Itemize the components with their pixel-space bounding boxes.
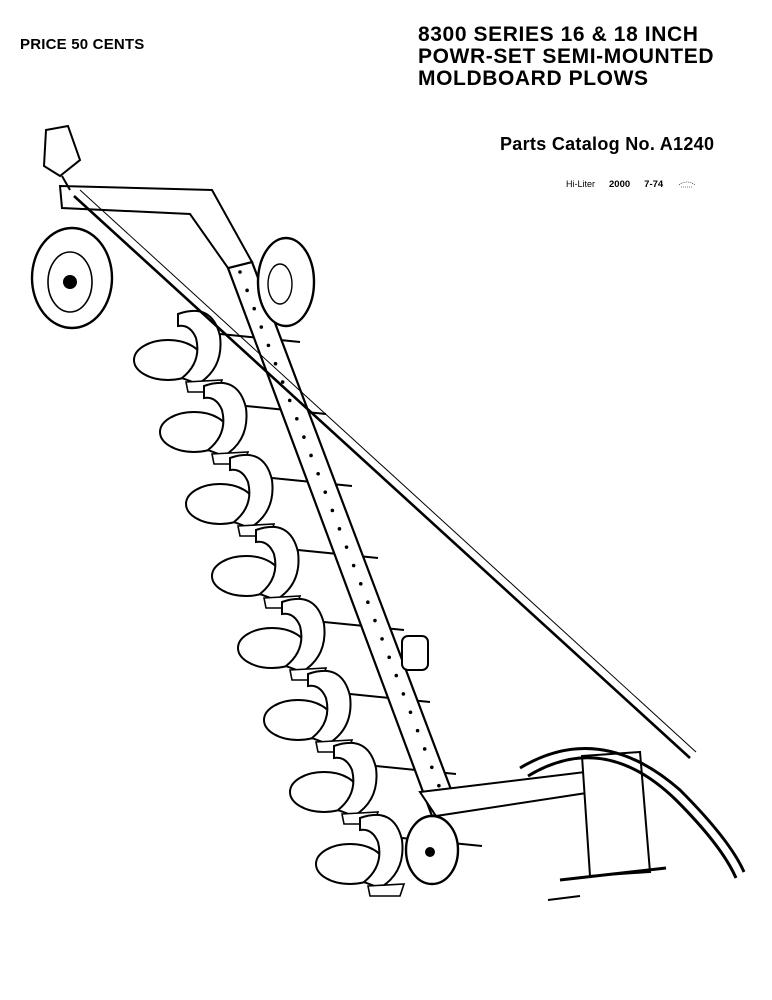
beam-bolt bbox=[415, 728, 420, 733]
plow-bottom bbox=[315, 813, 483, 897]
beam-bolt bbox=[273, 361, 278, 366]
union-label-icon bbox=[678, 181, 696, 188]
hydraulic-hose bbox=[527, 756, 738, 879]
shank bbox=[333, 741, 378, 818]
beam-bolt bbox=[358, 582, 363, 586]
title-line-3: MOLDBOARD PLOWS bbox=[418, 67, 649, 90]
tie-rod-edge bbox=[79, 189, 697, 753]
beam-bolt bbox=[437, 783, 441, 788]
catalog-title: 8300 SERIES 16 & 18 INCH POWR-SET SEMI-M… bbox=[418, 24, 714, 90]
beam-bolt bbox=[344, 545, 349, 549]
beam-bolt bbox=[309, 453, 313, 458]
land-wheel bbox=[256, 236, 316, 328]
hydraulic-cylinder bbox=[401, 635, 429, 671]
shank bbox=[359, 813, 404, 890]
shank bbox=[229, 453, 274, 530]
hitch-plate bbox=[42, 124, 82, 178]
beam-bolt bbox=[287, 398, 292, 403]
beam-bolt bbox=[295, 416, 299, 421]
beam-bolt bbox=[266, 343, 271, 348]
beam-bolt bbox=[422, 747, 427, 751]
beam-bolt bbox=[316, 471, 320, 476]
shank bbox=[203, 381, 248, 458]
beam-bolt bbox=[280, 380, 285, 384]
print-info: Hi-Liter 2000 7-74 bbox=[566, 178, 697, 190]
beam-bolt bbox=[387, 655, 391, 660]
beam-bolt bbox=[245, 288, 249, 293]
plow-bottoms bbox=[133, 309, 483, 897]
price-label: PRICE 50 CENTS bbox=[20, 36, 145, 53]
beam-bolt bbox=[252, 306, 257, 311]
shank bbox=[255, 525, 300, 602]
plow-frame bbox=[30, 124, 746, 901]
beam-bolt bbox=[330, 508, 335, 513]
title-line-2: POWR-SET SEMI-MOUNTED bbox=[418, 45, 715, 68]
print-quantity: 2000 bbox=[609, 178, 631, 190]
rear-disc-hub bbox=[425, 847, 435, 857]
printer-name: Hi-Liter bbox=[566, 179, 596, 189]
shank bbox=[177, 309, 222, 386]
hydraulic-hose bbox=[519, 747, 746, 873]
hitch-link bbox=[61, 175, 71, 191]
hitch-tongue bbox=[58, 184, 254, 270]
beam-bolt bbox=[429, 765, 434, 770]
beam-bolt bbox=[259, 325, 264, 329]
beam-bolt bbox=[408, 710, 413, 715]
plow-share bbox=[367, 883, 406, 897]
beam-bolt bbox=[373, 618, 377, 623]
plow-bottom bbox=[263, 669, 431, 753]
hitch-pin bbox=[547, 895, 581, 901]
beam-bolt bbox=[337, 527, 342, 531]
beam-bolt bbox=[394, 673, 399, 678]
beam-bolt bbox=[380, 637, 384, 641]
title-line-1: 8300 SERIES 16 & 18 INCH bbox=[418, 23, 699, 46]
draw-bar bbox=[559, 866, 667, 882]
print-date: 7-74 bbox=[644, 178, 664, 190]
beam-bolt bbox=[401, 692, 406, 696]
wheel-rim bbox=[47, 251, 93, 313]
plow-bottom bbox=[185, 453, 353, 537]
rear-cross-frame bbox=[418, 768, 608, 818]
plow-bottom bbox=[289, 741, 457, 825]
beam-bolt bbox=[366, 600, 370, 605]
beam-bolt bbox=[238, 270, 242, 274]
wheel-hub bbox=[63, 275, 77, 289]
beam-bolt bbox=[302, 435, 306, 439]
beam-bolt bbox=[351, 563, 356, 568]
shank bbox=[281, 597, 326, 674]
catalog-number: Parts Catalog No. A1240 bbox=[500, 134, 715, 154]
land-wheel-rim bbox=[267, 263, 293, 305]
shank bbox=[307, 669, 352, 746]
beam-bolt bbox=[323, 490, 328, 494]
tie-rod bbox=[73, 195, 691, 759]
